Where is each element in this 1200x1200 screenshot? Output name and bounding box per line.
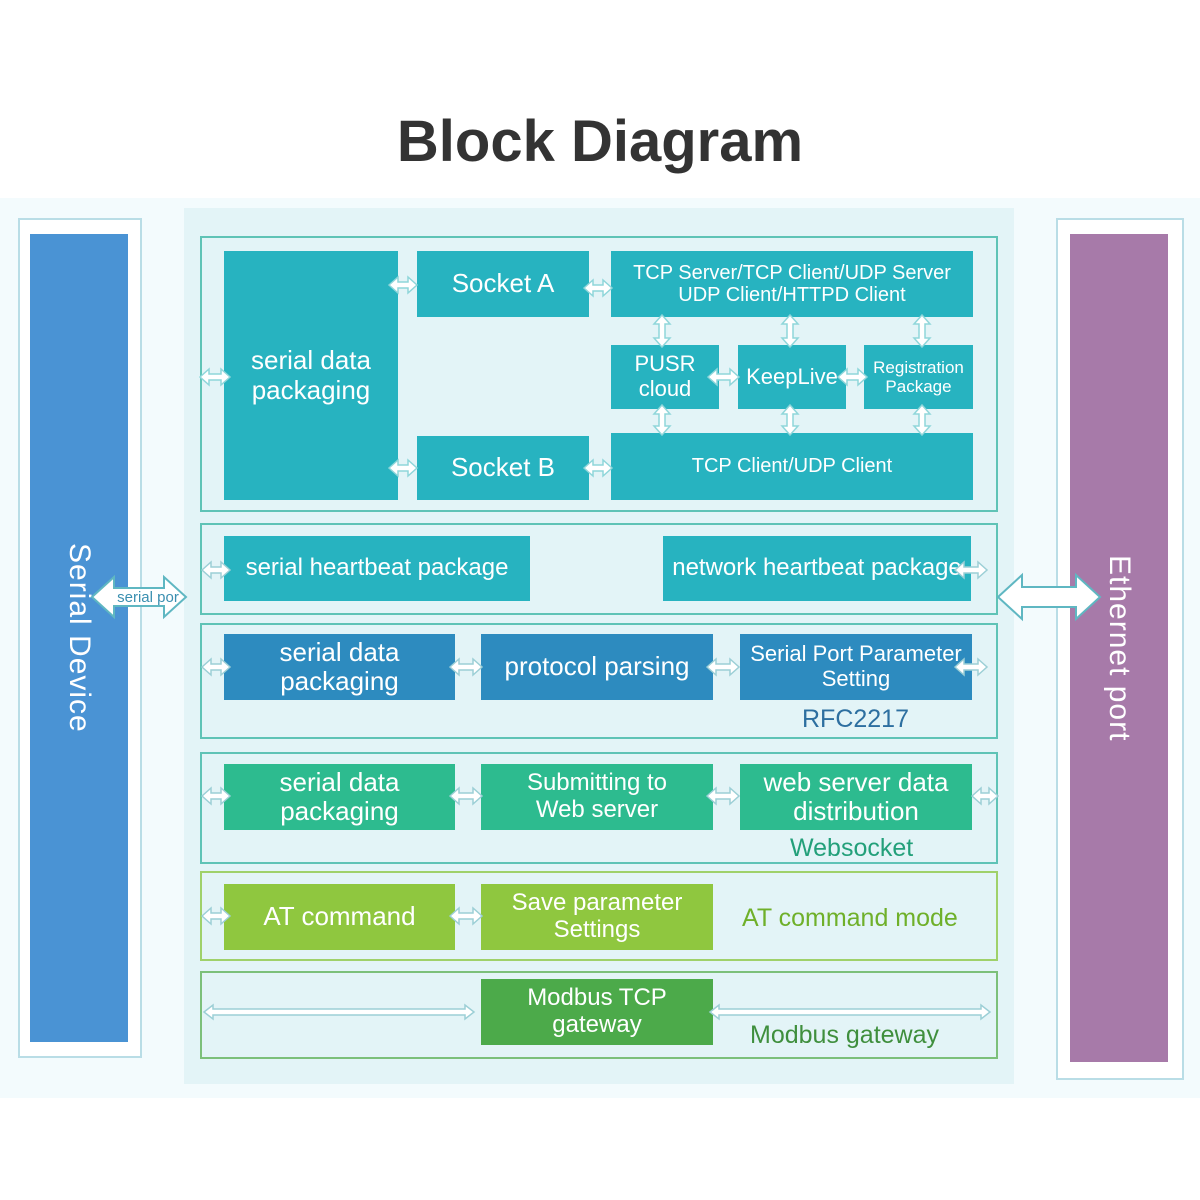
registration-line1: Registration (873, 357, 964, 377)
network-heartbeat-block: network heartbeat package (663, 536, 971, 601)
save-line1: Save parameter (511, 889, 683, 917)
distribution-line1: web server data (763, 766, 949, 797)
network-heartbeat-label: network heartbeat package (672, 554, 962, 582)
pusr-line1: PUSR (634, 351, 696, 377)
gateway-line2: gateway (552, 1011, 642, 1038)
submit-line1: Submitting to (526, 769, 668, 797)
serial-port-parameter-block: Serial Port Parameter Setting (740, 634, 972, 700)
ws-packaging-line2: packaging (280, 796, 399, 826)
at-command-label: AT command (263, 901, 416, 932)
ws-serial-data-packaging-block: serial data packaging (224, 764, 455, 830)
socket-a-modes-line2: UDP Client/HTTPD Client (678, 284, 906, 306)
serial-device-bar: Serial Device (30, 234, 128, 1042)
registration-line2: Package (885, 377, 952, 396)
socket-b-label: Socket B (450, 452, 556, 483)
save-line2: Settings (553, 916, 641, 943)
ethernet-port-bar: Ethernet port (1070, 234, 1168, 1062)
rfc-packaging-line1: serial data (279, 636, 400, 667)
serial-heartbeat-block: serial heartbeat package (224, 536, 530, 601)
modbus-group (200, 971, 998, 1059)
keeplive-block: KeepLive (738, 345, 846, 409)
at-command-mode-caption: AT command mode (742, 904, 958, 932)
at-command-block: AT command (224, 884, 455, 950)
rfc2217-caption: RFC2217 (802, 705, 909, 733)
protocol-parsing-block: protocol parsing (481, 634, 713, 700)
serial-heartbeat-label: serial heartbeat package (245, 554, 509, 582)
websocket-caption: Websocket (790, 834, 914, 862)
protocol-parsing-label: protocol parsing (504, 651, 690, 682)
modbus-gateway-caption: Modbus gateway (750, 1021, 940, 1049)
socket-a-block: Socket A (417, 251, 589, 317)
param-line1: Serial Port Parameter (750, 641, 962, 667)
socket-a-label: Socket A (451, 268, 555, 299)
socket-b-block: Socket B (417, 436, 589, 500)
pusr-cloud-block: PUSR cloud (611, 345, 719, 409)
keeplive-label: KeepLive (746, 363, 838, 389)
distribution-line2: distribution (793, 796, 919, 826)
serial-device-label: Serial Device (63, 543, 96, 733)
serial-data-packaging-label: serial data packaging (251, 345, 371, 405)
websocket-group (200, 752, 998, 864)
socket-a-modes-line1: TCP Server/TCP Client/UDP Server (633, 261, 951, 284)
socket-b-modes-block: TCP Client/UDP Client (611, 433, 973, 500)
pusr-line2: cloud (638, 376, 692, 401)
ws-packaging-line1: serial data (279, 766, 400, 797)
web-server-distribution-block: web server data distribution (740, 764, 972, 830)
socket-b-modes-label: TCP Client/UDP Client (691, 455, 893, 478)
page-title: Block Diagram (396, 109, 804, 174)
registration-package-block: Registration Package (864, 345, 973, 409)
submit-line2: Web server (535, 796, 659, 823)
rfc2217-group (200, 623, 998, 739)
socket-a-modes-block: TCP Server/TCP Client/UDP Server UDP Cli… (611, 251, 973, 317)
gateway-line1: Modbus TCP (527, 984, 667, 1012)
rfc-packaging-line2: packaging (280, 666, 399, 696)
modbus-tcp-gateway-block: Modbus TCP gateway (481, 979, 713, 1045)
ethernet-port-label: Ethernet port (1103, 554, 1136, 742)
save-parameter-block: Save parameter Settings (481, 884, 713, 950)
serial-data-packaging-block: serial data packaging (224, 251, 398, 500)
rfc-serial-data-packaging-block: serial data packaging (224, 634, 455, 700)
submitting-web-server-block: Submitting to Web server (481, 764, 713, 830)
param-line2: Setting (821, 666, 891, 691)
